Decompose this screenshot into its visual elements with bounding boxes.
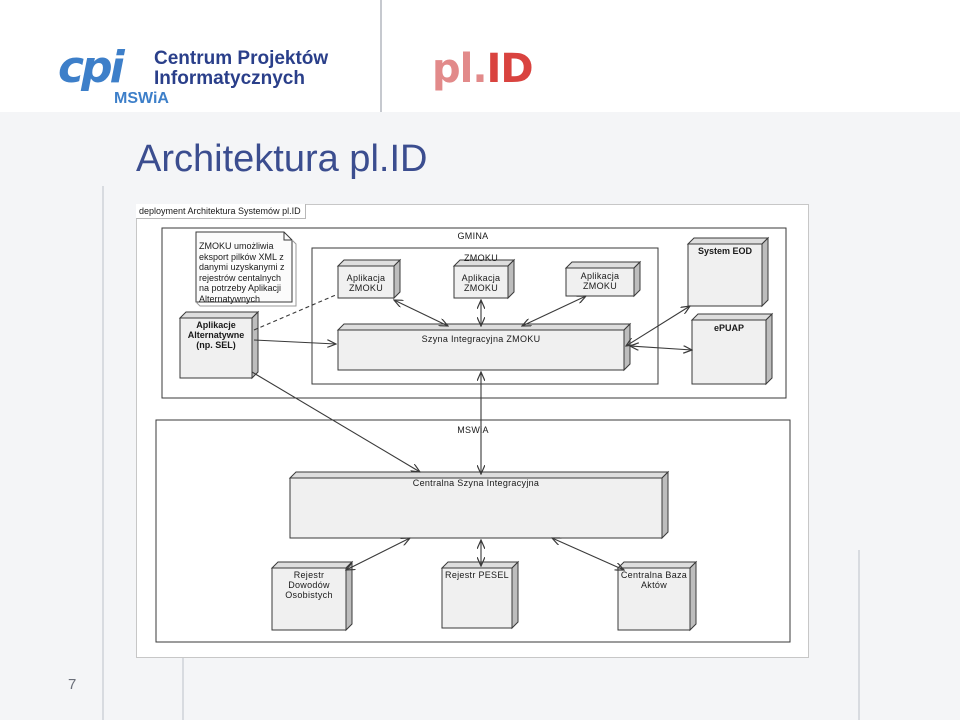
zmoku-label: ZMOKU [464,253,498,263]
decor-line [102,186,104,720]
connector-app-left-bus [394,300,448,326]
registry-civil-records-line2: Aktów [640,580,667,590]
note-text: ZMOKU umożliwia eksport pilków XML z dan… [199,241,285,304]
registry-id-cards-line3: Osobistych [285,590,333,600]
registry-pesel-label: Rejestr PESEL [445,570,509,580]
zmoku-bus-label: Szyna Integracyjna ZMOKU [421,334,541,344]
registry-civil-records-line1: Centralna Baza [620,570,688,580]
decor-line [858,550,860,720]
app-left-label-line1: Aplikacja [346,273,386,283]
connector-bus-epuap [630,346,692,350]
connector-alt-central [251,371,420,472]
app-mid-label-line2: ZMOKU [464,283,498,293]
epuap-label: ePUAP [713,323,744,333]
system-eod-label: System EOD [697,246,753,256]
alt-apps-label-line2: Alternatywne [187,330,245,340]
cpi-name-line2: Informatycznych [154,68,305,89]
plid-logo: pl.ID [432,46,534,96]
app-left-label: Aplikacja ZMOKU [338,273,394,293]
app-right-label: Aplikacja ZMOKU [566,271,634,291]
connector-note-dashed [253,293,339,331]
connectors [251,293,692,570]
plid-logo-suffix: ID [486,46,534,92]
cpi-mark: cpi [58,42,125,93]
connector-alt-bus [253,339,336,344]
divider-line [380,0,382,112]
app-zmoku-right-node [564,260,642,298]
mswia-label: MSWiA [457,425,489,435]
app-right-label-line1: Aplikacja [580,271,620,281]
app-left-label-line2: ZMOKU [349,283,383,293]
zmoku-bus-node [336,322,632,372]
system-eod-node [686,236,770,308]
alternative-apps-node [178,310,260,380]
app-mid-label-line1: Aplikacja [461,273,501,283]
app-zmoku-left-node [336,258,402,300]
connector-app-right-bus [522,296,586,326]
header-band [0,0,960,112]
connector-central-reg-id [346,538,410,570]
registry-id-cards-line2: Dowodów [288,580,330,590]
connector-central-reg-civil [552,538,624,570]
note-shape [195,231,297,307]
app-right-label-line2: ZMOKU [583,281,617,291]
app-zmoku-middle-node [452,258,516,300]
cpi-logo: cpi Centrum Projektów Informatycznych MS… [58,42,348,110]
diagram-frame-label: deployment Architektura Systemów pl.ID [136,204,306,219]
alt-apps-label-line3: (np. SEL) [196,340,236,350]
page-number: 7 [68,676,77,693]
alt-apps-label-line1: Aplikacje [196,320,236,330]
registry-civil-records-label: Centralna Baza Aktów [618,570,690,590]
alt-apps-label: Aplikacje Alternatywne (np. SEL) [180,320,252,350]
cpi-mswia: MSWiA [114,90,169,107]
slide-title: Architektura pl.ID [136,138,428,180]
central-bus-label: Centralna Szyna Integracyjna [412,478,540,488]
registry-id-cards-label: Rejestr Dowodów Osobistych [272,570,346,600]
cpi-name-line1: Centrum Projektów [154,48,329,69]
central-bus-node [288,470,670,540]
app-mid-label: Aplikacja ZMOKU [454,273,508,293]
gmina-label: GMINA [457,231,489,241]
epuap-node [690,312,774,386]
registry-id-cards-line1: Rejestr [293,570,325,580]
plid-logo-prefix: pl. [432,46,488,92]
registry-pesel-node [440,560,520,630]
connector-eod-bus [626,306,690,346]
